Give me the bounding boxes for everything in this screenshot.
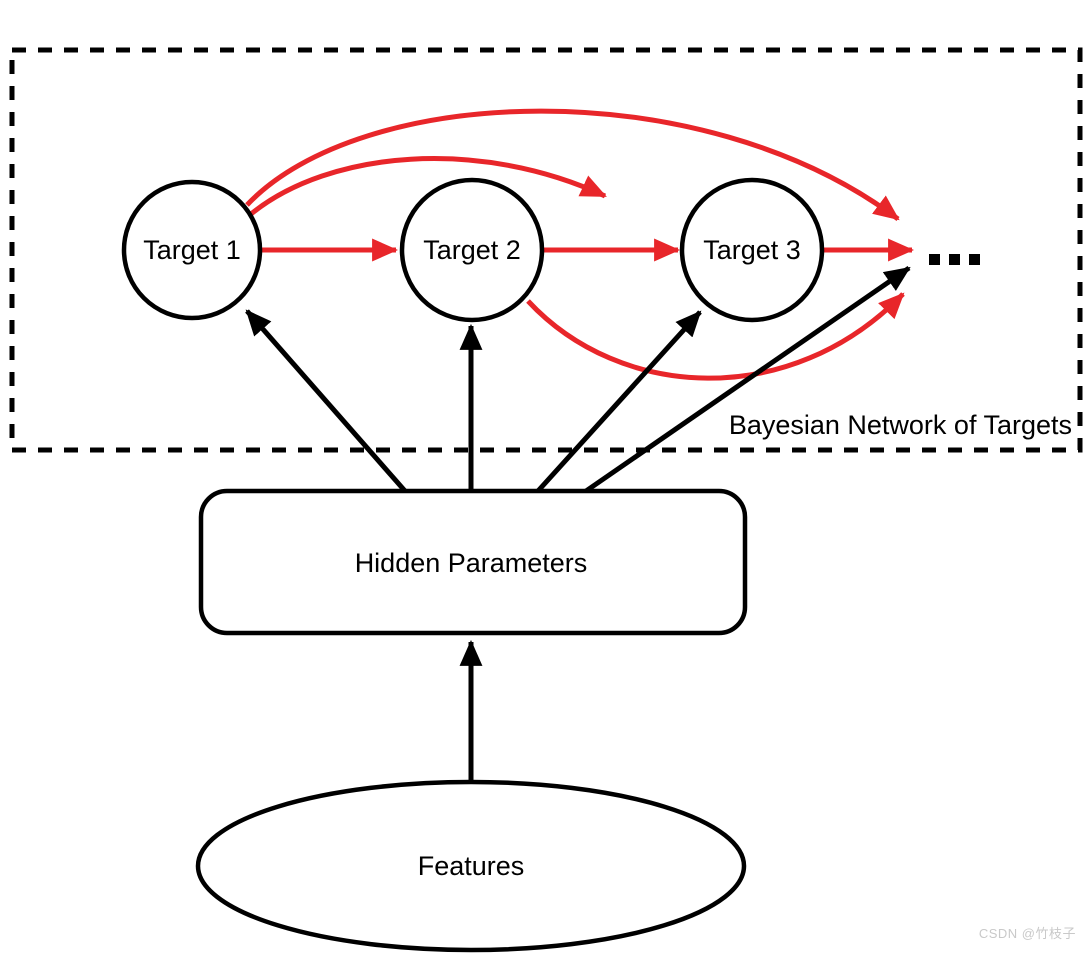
node-hidden-parameters-label: Hidden Parameters [355,548,588,578]
ellipsis-indicator [929,254,980,265]
node-target3-label: Target 3 [703,235,801,265]
node-features-label: Features [418,851,525,881]
bayesian-network-group-box [9,47,1083,453]
ellipsis-dot-3 [969,254,980,265]
node-target1-label: Target 1 [143,235,241,265]
node-target2-circle [399,177,545,323]
node-hidden-parameters-box [198,488,748,636]
csdn-watermark: CSDN @竹枝子 [978,926,1076,941]
edge-hidden-to-target3 [536,310,702,493]
edge-target2-to-ellipsis [526,292,905,381]
edge-hidden-to-ellipsis [584,265,911,494]
ellipsis-dot-1 [929,254,940,265]
node-target2[interactable]: Target 2 [399,177,545,323]
edge-hidden-to-target1 [245,309,407,493]
node-features-ellipse [195,779,747,953]
node-target1[interactable]: Target 1 [121,179,263,321]
node-target1-circle [121,179,263,321]
bayesian-network-group-label: Bayesian Network of Targets [729,410,1072,440]
node-hidden-parameters[interactable]: Hidden Parameters [198,488,748,636]
edge-target1-to-target3 [249,156,607,216]
ellipsis-dot-2 [949,254,960,265]
node-features[interactable]: Features [195,779,747,953]
node-target3-circle [679,177,825,323]
node-target2-label: Target 2 [423,235,521,265]
node-target3[interactable]: Target 3 [679,177,825,323]
edge-target1-to-ellipsis [245,108,900,221]
